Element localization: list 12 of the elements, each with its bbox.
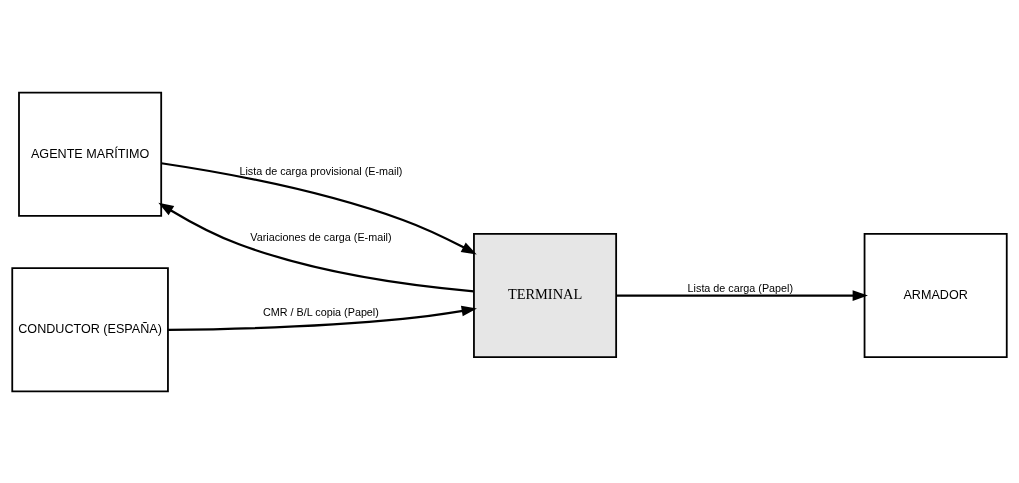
edge-label: Variaciones de carga (E-mail) xyxy=(250,230,392,243)
edge-label: CMR / B/L copia (Papel) xyxy=(263,305,379,318)
arrow xyxy=(161,161,477,254)
edge-label: Lista de carga provisional (E-mail) xyxy=(239,164,403,177)
edge-label: Lista de carga (Papel) xyxy=(687,281,794,294)
arrow xyxy=(616,289,868,301)
node-box: ARMADOR xyxy=(863,232,1008,358)
node-box: CONDUCTOR (ESPAÑA) xyxy=(11,266,169,392)
arrow xyxy=(168,305,477,331)
node-box: AGENTE MARÍTIMO xyxy=(18,91,163,217)
arrow xyxy=(158,202,474,292)
node-box: TERMINAL xyxy=(473,232,618,358)
